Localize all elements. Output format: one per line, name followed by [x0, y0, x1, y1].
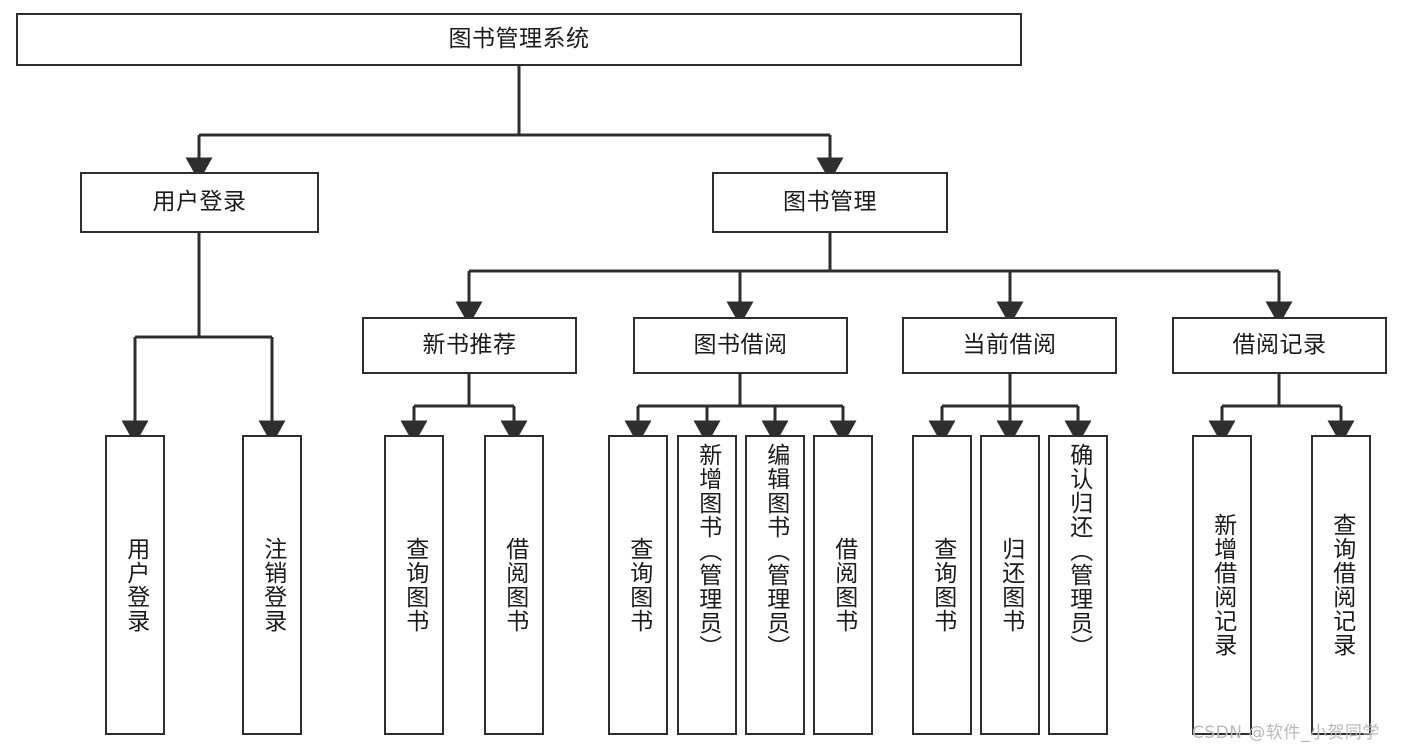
- node-user-login[interactable]: 用户登录: [80, 172, 319, 233]
- node-label: 用户登录: [152, 188, 247, 215]
- node-root-book-management-system[interactable]: 图书管理系统: [16, 13, 1022, 66]
- node-label: 借阅图书: [501, 537, 528, 633]
- node-label: 借阅记录: [1232, 331, 1327, 358]
- node-book-management[interactable]: 图书管理: [712, 172, 948, 233]
- leaf-new-book-borrow-book[interactable]: 借阅图书: [484, 435, 544, 735]
- leaf-book-borrow-query-book[interactable]: 查询图书: [608, 435, 668, 735]
- node-label: 查询图书: [929, 537, 956, 633]
- node-label: 查询图书: [625, 537, 652, 633]
- leaf-user-login-login[interactable]: 用户登录: [105, 435, 165, 735]
- leaf-current-borrow-confirm-return-admin[interactable]: 确认归还（管理员）: [1048, 435, 1108, 735]
- leaf-book-borrow-add-book-admin[interactable]: 新增图书（管理员）: [677, 435, 737, 735]
- leaf-current-borrow-query-book[interactable]: 查询图书: [912, 435, 972, 735]
- node-label: 图书管理: [783, 188, 877, 215]
- leaf-book-borrow-edit-book-admin[interactable]: 编辑图书（管理员）: [745, 435, 805, 735]
- node-new-book-recommend[interactable]: 新书推荐: [362, 317, 577, 374]
- leaf-book-borrow-borrow-book[interactable]: 借阅图书: [813, 435, 873, 735]
- node-label: 新增借阅记录: [1209, 513, 1236, 657]
- node-label: 图书管理系统: [448, 25, 590, 52]
- node-label: 编辑图书（管理员）: [762, 443, 789, 659]
- leaf-user-login-logout[interactable]: 注销登录: [242, 435, 302, 735]
- leaf-borrow-record-query-record[interactable]: 查询借阅记录: [1311, 435, 1371, 735]
- leaf-borrow-record-add-record[interactable]: 新增借阅记录: [1192, 435, 1252, 735]
- node-label: 当前借阅: [962, 331, 1057, 358]
- node-label: 图书借阅: [693, 331, 788, 358]
- node-label: 归还图书: [997, 537, 1024, 633]
- node-label: 注销登录: [259, 537, 286, 633]
- leaf-new-book-query-book[interactable]: 查询图书: [384, 435, 444, 735]
- node-borrow-record[interactable]: 借阅记录: [1172, 317, 1387, 374]
- node-label: 查询图书: [401, 537, 428, 633]
- node-current-borrow[interactable]: 当前借阅: [902, 317, 1117, 374]
- node-label: 用户登录: [122, 537, 149, 633]
- node-label: 查询借阅记录: [1328, 513, 1355, 657]
- node-label: 新增图书（管理员）: [694, 443, 721, 659]
- node-book-borrow[interactable]: 图书借阅: [633, 317, 848, 374]
- node-label: 新书推荐: [422, 331, 517, 358]
- node-label: 借阅图书: [830, 537, 857, 633]
- node-label: 确认归还（管理员）: [1065, 443, 1092, 659]
- leaf-current-borrow-return-book[interactable]: 归还图书: [980, 435, 1040, 735]
